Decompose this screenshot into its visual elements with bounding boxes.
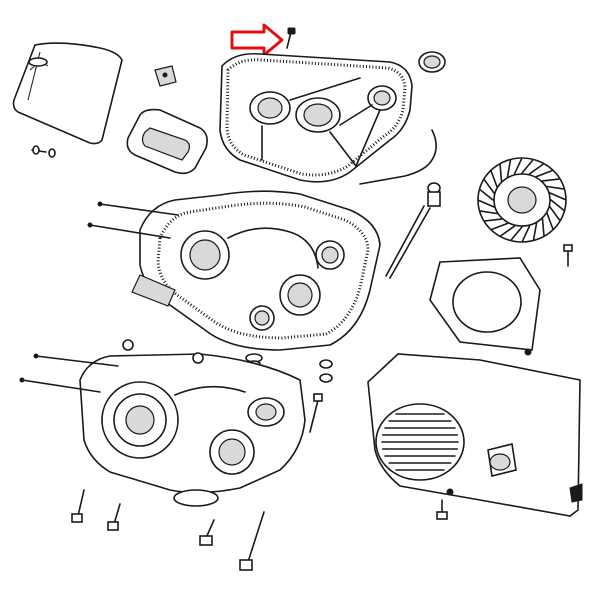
gasket-strip [359,129,437,185]
engine-side-cover [367,353,583,517]
small-clip [154,65,177,87]
highlight-arrow-icon [230,23,284,57]
fan-blade [549,206,561,221]
fan-blade [478,199,495,208]
fan-blade [506,159,512,178]
fan-blade [549,192,566,201]
fan-blade [483,179,495,194]
fan-blade [479,210,498,215]
fan-blade [521,225,531,242]
fan-bolt [563,244,573,267]
fan-blade [490,170,498,188]
flywheel-fan [477,157,567,243]
fan-blade [550,199,565,211]
clear-cover-panel [12,42,123,145]
inspection-cover [126,108,208,175]
crankcase-cover-top [219,52,413,183]
fan-blade [479,189,494,201]
fan-blade [528,163,544,175]
fan-blade [535,169,553,178]
oil-cap-ring [418,51,446,73]
cover-bolt [436,499,448,520]
long-studs-middle [87,201,179,239]
fan-blade [491,222,509,231]
dipstick [385,182,441,279]
fan-blade [499,163,503,182]
bottom-bolts [71,489,265,571]
fan-blade [532,222,538,241]
fan-blade [546,185,565,190]
top-screw [286,27,296,49]
fan-blade [513,158,523,175]
fan-blade [500,225,516,237]
small-screw-left [31,145,56,158]
crankcase-half-lower [79,339,306,507]
right-nut-stack [319,359,333,383]
flywheel-shroud-plate [429,257,541,356]
fan-blade [521,159,534,174]
fan-blade [541,218,545,237]
fan-blade [546,212,554,230]
fan-blade [510,226,523,241]
long-studs-lower [19,353,119,393]
fan-blade [541,178,560,182]
crankcase-half-middle [131,190,381,351]
fan-blade [484,218,503,222]
side-bolt [309,393,323,433]
